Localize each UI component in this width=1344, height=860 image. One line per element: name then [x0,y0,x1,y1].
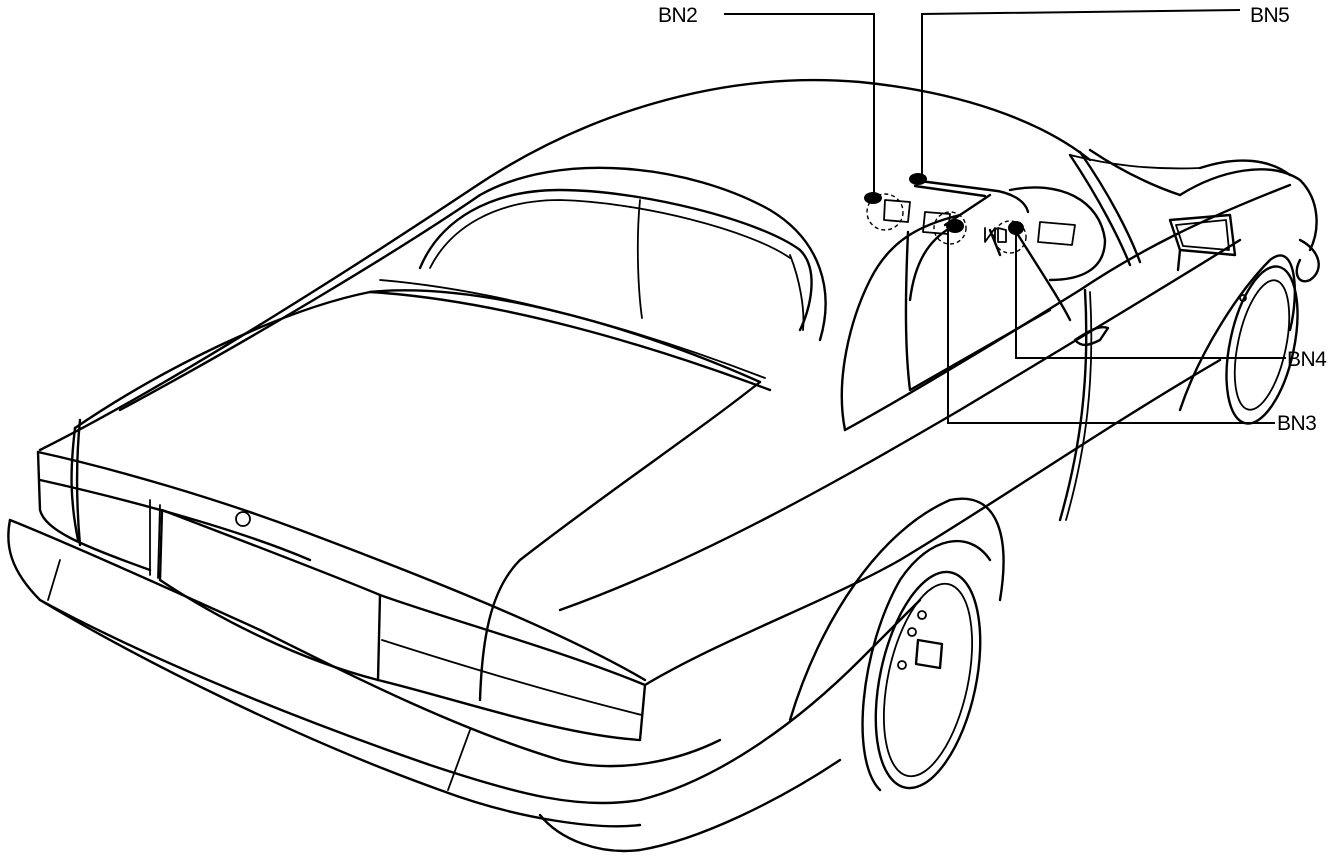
label-bn2: BN2 [658,4,697,27]
callout-bn2: BN2 [658,4,875,196]
leader-line-bn5 [921,9,1241,178]
leader-line-bn3 [947,228,1275,424]
connector-bn4 [1008,221,1024,235]
callout-bn4: BN4 [1015,230,1328,371]
car-body [7,78,1320,853]
leader-line-bn4 [1015,230,1286,359]
label-bn4: BN4 [1287,348,1327,371]
callout-bn3: BN3 [947,228,1317,435]
connector-bn2 [864,192,882,204]
connector-bn5 [909,173,927,185]
leader-line-bn2 [724,13,875,196]
callout-bn5: BN5 [921,4,1290,178]
label-bn5: BN5 [1250,4,1289,27]
wiring-harness [864,173,1072,322]
connector-bn3 [946,219,964,233]
label-bn3: BN3 [1277,412,1316,435]
